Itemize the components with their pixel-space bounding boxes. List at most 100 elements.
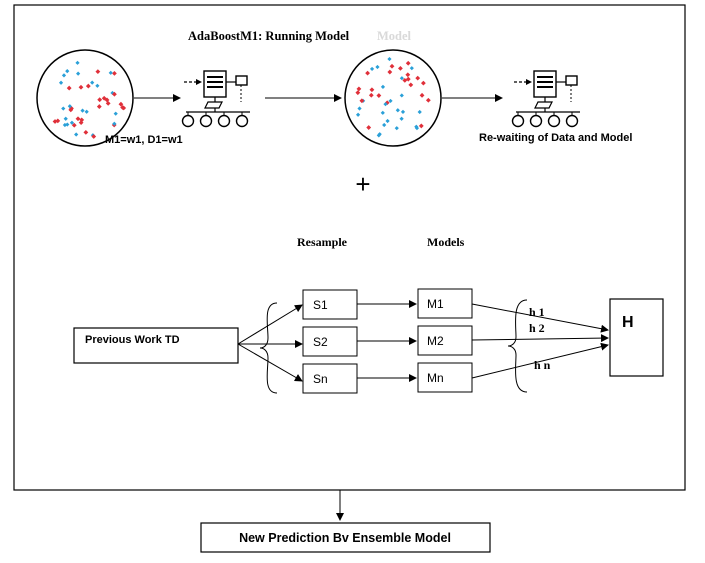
cloud1-blue-point [61,106,66,111]
cloud2-blue-point [387,56,392,62]
cloud2-blue-point [409,66,414,71]
arrow-td-to-s1 [237,304,303,345]
cloud1-red-point [105,100,111,106]
cloud2-blue-point [383,102,388,107]
cloud2-red-point [368,92,374,98]
cloud1-red-point [85,83,91,89]
cloud1-red-point [75,116,81,122]
sample-box-s1 [302,289,358,320]
cloud1-blue-point [84,109,89,114]
cloud2-red-point [405,60,411,66]
header-models: Models [427,235,465,249]
sample-label-s1: S1 [313,298,328,312]
cloud1-blue-point [113,111,118,116]
cloud2-red-point [369,87,375,93]
model-label-mn: Mn [427,371,444,385]
header-resample: Resample [297,235,348,249]
cloud2-blue-point [382,122,387,128]
previous-work-box [73,327,239,364]
hypothesis-label-h1: h 1 [529,305,545,319]
cloud1-blue-point [108,70,113,75]
model-box-mn [417,362,473,393]
model-label-m2: M2 [427,334,444,348]
cloud1-red-point [97,97,103,103]
model-box-m1 [417,288,473,319]
left-brace [259,302,278,394]
cloud1-blue-point [112,121,117,126]
sample-label-sn: Sn [313,372,328,386]
arrow-td-to-sn [237,343,303,382]
final-prediction-box [200,522,491,553]
output-box-h [609,298,664,377]
model-icon-2 [511,70,580,128]
cloud2-red-point [419,92,425,98]
cloud2-blue-point [399,116,404,121]
cloud2-red-point [359,98,365,104]
cloud2-blue-point [417,109,422,115]
cloud2-red-point [387,69,393,75]
cloud1-blue-point [65,122,70,127]
label-reweighting: Re-waiting of Data and Model [479,132,632,144]
cloud1-red-point [120,105,126,110]
cloud2-blue-point [380,84,386,90]
output-label-h: H [622,314,634,331]
cloud2-red-point [365,70,370,76]
cloud2-blue-point [355,112,361,117]
diagram-title: AdaBoostM1: Running Model [188,29,350,43]
cloud2-blue-point [414,126,420,131]
cloud1-red-point [78,84,84,90]
cloud1-red-point [79,117,85,123]
cloud2-blue-point [388,98,393,104]
cloud2-blue-point [400,109,406,114]
cloud2-red-point [355,90,361,96]
cloud1-blue-point [63,116,68,121]
cloud2-red-point [425,97,431,103]
cloud1-blue-point [74,132,79,137]
cloud2-blue-point [399,76,404,81]
cloud1-red-point [118,101,124,107]
sample-box-s2 [302,326,358,357]
cloud2-blue-point [357,106,362,111]
model-icon-1 [181,70,250,128]
cloud2-blue-point [399,93,404,98]
cloud1-blue-point [76,71,81,76]
cloud1-blue-point [58,80,64,85]
cloud1-red-point [112,70,117,76]
cloud1-red-point [96,104,102,109]
cloud2-red-point [384,100,390,106]
cloud2-red-point [398,65,403,71]
cloud2-red-point [402,77,408,83]
cloud2-red-point [389,63,395,69]
final-prediction-label: New Prediction Bv Ensemble Model [239,531,451,545]
cloud1-blue-point [95,83,100,88]
arrow-mn-to-h [471,342,609,379]
cloud1-blue-point [65,69,70,74]
cloud1-red-point [91,134,97,139]
data-cloud-2 [344,49,442,147]
cloud1-blue-point [90,80,95,85]
cloud1-blue-point [67,104,72,109]
arrow-m1-to-h [471,303,609,333]
cloud1-blue-point [80,108,85,113]
cloud2-red-point [376,93,382,98]
cloud1-red-point [71,122,77,128]
cloud2-blue-point [385,118,390,124]
cloud1-red-point [95,69,101,75]
model-label-m1: M1 [427,297,444,311]
cloud2-red-point [415,75,421,81]
cloud2-blue-point [395,108,400,113]
model-box-m2 [417,325,473,356]
cloud1-red-point [66,85,72,91]
cloud1-blue-point [69,120,75,125]
cloud1-red-point [83,130,89,135]
cloud2-red-point [356,86,362,92]
previous-work-label: Previous Work TD [85,334,180,346]
data-cloud-1 [36,49,134,147]
cloud2-red-point [366,125,372,130]
sample-box-sn [302,363,358,394]
cloud1-red-point [55,118,61,124]
cloud2-blue-point [376,133,381,138]
cloud2-red-point [408,82,414,88]
cloud2-blue-point [369,66,375,72]
